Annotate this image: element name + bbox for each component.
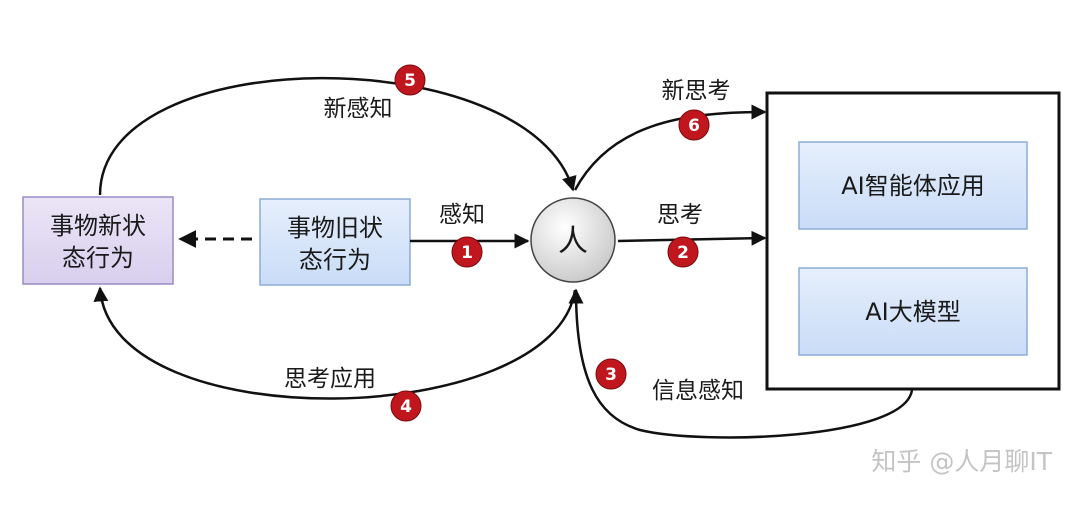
watermark-text: 知乎 @人月聊IT [871,447,1052,476]
think-apply-arrow [93,286,577,400]
svg-text:4: 4 [400,397,412,417]
info-perceive-arrow [568,288,914,439]
svg-text:3: 3 [605,365,617,385]
new-state-label-line1: 事物新状 [50,212,146,240]
person-label: 人 [558,224,588,259]
person-node: 人 [530,197,616,283]
new-think-arrow [573,104,767,191]
svg-text:1: 1 [461,243,473,263]
perceive-label: 感知 [439,202,485,228]
badge-3: 3 [595,358,627,390]
svg-text:5: 5 [404,71,416,91]
old-state-label-line1: 事物旧状 [287,214,383,242]
new-state-node: 事物新状 态行为 [22,196,174,285]
think-label: 思考 [657,202,703,228]
think-apply-label: 思考应用 [284,366,376,392]
new-think-label: 新思考 [662,78,731,104]
svg-text:6: 6 [688,116,700,136]
badge-5: 5 [394,64,426,96]
badge-2: 2 [667,236,699,268]
ai-agent-app-node: AI智能体应用 [798,141,1028,230]
badge-4: 4 [390,390,422,422]
badge-1: 1 [451,236,483,268]
new-perceive-label: 新感知 [324,96,393,122]
info-perceive-label: 信息感知 [652,378,744,404]
ai-agent-app-label: AI智能体应用 [841,172,985,200]
ai-llm-node: AI大模型 [798,267,1028,356]
old-state-label-line2: 态行为 [299,246,371,274]
svg-text:2: 2 [677,243,689,263]
old-state-node: 事物旧状 态行为 [259,198,411,286]
new-state-label-line2: 态行为 [62,244,134,272]
badge-6: 6 [678,109,710,141]
new-perceive-arrow [98,76,577,196]
ai-llm-label: AI大模型 [865,298,961,326]
